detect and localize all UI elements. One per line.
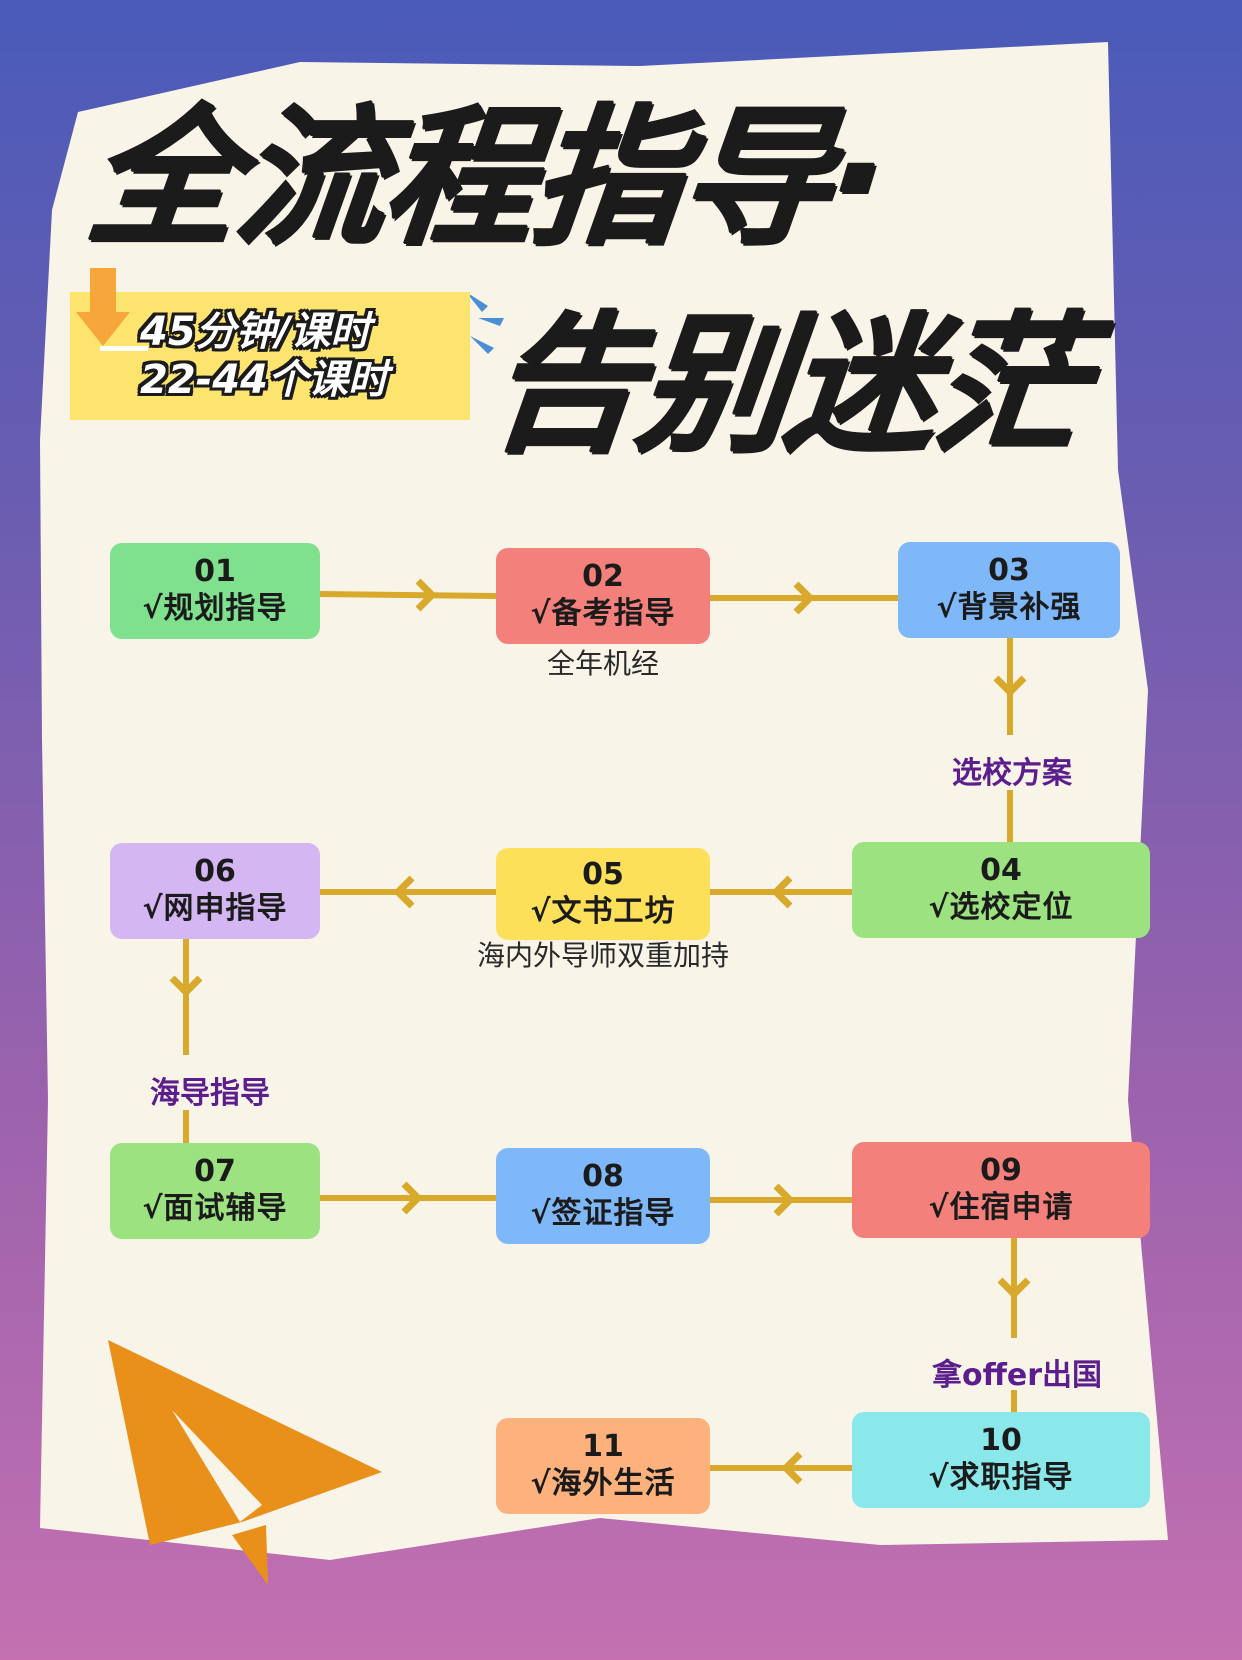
edge-label-06-07: 海导指导 <box>150 1076 270 1111</box>
arrow-04-05 <box>771 875 793 909</box>
step-label: √文书工坊 <box>530 894 676 929</box>
step-label: √求职指导 <box>928 1460 1074 1495</box>
step-number: 05 <box>582 857 624 892</box>
arrow-06-07 <box>169 975 203 997</box>
edge-label-03-04: 选校方案 <box>952 756 1072 791</box>
step-number: 01 <box>194 554 236 589</box>
arrow-05-06 <box>393 875 415 909</box>
badge-line-1: 45分钟/课时 <box>140 309 371 355</box>
arrow-10-11 <box>781 1451 803 1485</box>
step-06-box: 06 √网申指导 <box>110 843 320 939</box>
step-05-box: 05 √文书工坊 <box>496 848 710 940</box>
step-number: 08 <box>582 1159 624 1194</box>
step-number: 06 <box>194 854 236 889</box>
arrow-08-09 <box>773 1183 795 1217</box>
arrow-09-10 <box>997 1277 1031 1299</box>
step-03-box: 03 √背景补强 <box>898 542 1120 638</box>
step-label: √备考指导 <box>530 596 676 631</box>
step-label: √面试辅导 <box>142 1191 288 1226</box>
step-number: 03 <box>988 553 1030 588</box>
step-09-box: 09 √住宿申请 <box>852 1142 1150 1238</box>
badge-line-2: 22-44个课时 <box>140 357 388 403</box>
step-number: 02 <box>582 559 624 594</box>
step-label: √规划指导 <box>142 591 288 626</box>
edge-label-09-10: 拿offer出国 <box>932 1358 1103 1393</box>
step-10-box: 10 √求职指导 <box>852 1412 1150 1508</box>
paper-plane-icon <box>108 1340 382 1585</box>
step-number: 07 <box>194 1154 236 1189</box>
step-label: √海外生活 <box>530 1466 676 1501</box>
step-label: √签证指导 <box>530 1196 676 1231</box>
edge-01-02 <box>319 591 497 599</box>
step-number: 10 <box>980 1423 1022 1458</box>
step-04-box: 04 √选校定位 <box>852 842 1150 938</box>
step-label: √背景补强 <box>936 590 1082 625</box>
step-02-box: 02 √备考指导 <box>496 548 710 644</box>
step-01-box: 01 √规划指导 <box>110 543 320 639</box>
burst-icon <box>466 292 504 354</box>
step-number: 11 <box>582 1429 624 1464</box>
step-08-box: 08 √签证指导 <box>496 1148 710 1244</box>
arrow-02-03 <box>793 581 815 615</box>
step-11-box: 11 √海外生活 <box>496 1418 710 1514</box>
arrow-07-08 <box>401 1181 423 1215</box>
step-05-note: 海内外导师双重加持 <box>476 939 729 972</box>
step-number: 09 <box>980 1153 1022 1188</box>
step-02-note: 全年机经 <box>546 647 659 680</box>
step-label: √住宿申请 <box>928 1190 1074 1225</box>
step-label: √网申指导 <box>142 891 288 926</box>
step-number: 04 <box>980 853 1022 888</box>
step-label: √选校定位 <box>928 890 1074 925</box>
badge-box <box>70 292 470 420</box>
arrow-01-02 <box>415 578 437 612</box>
arrow-03-04 <box>993 675 1027 697</box>
step-07-box: 07 √面试辅导 <box>110 1143 320 1239</box>
